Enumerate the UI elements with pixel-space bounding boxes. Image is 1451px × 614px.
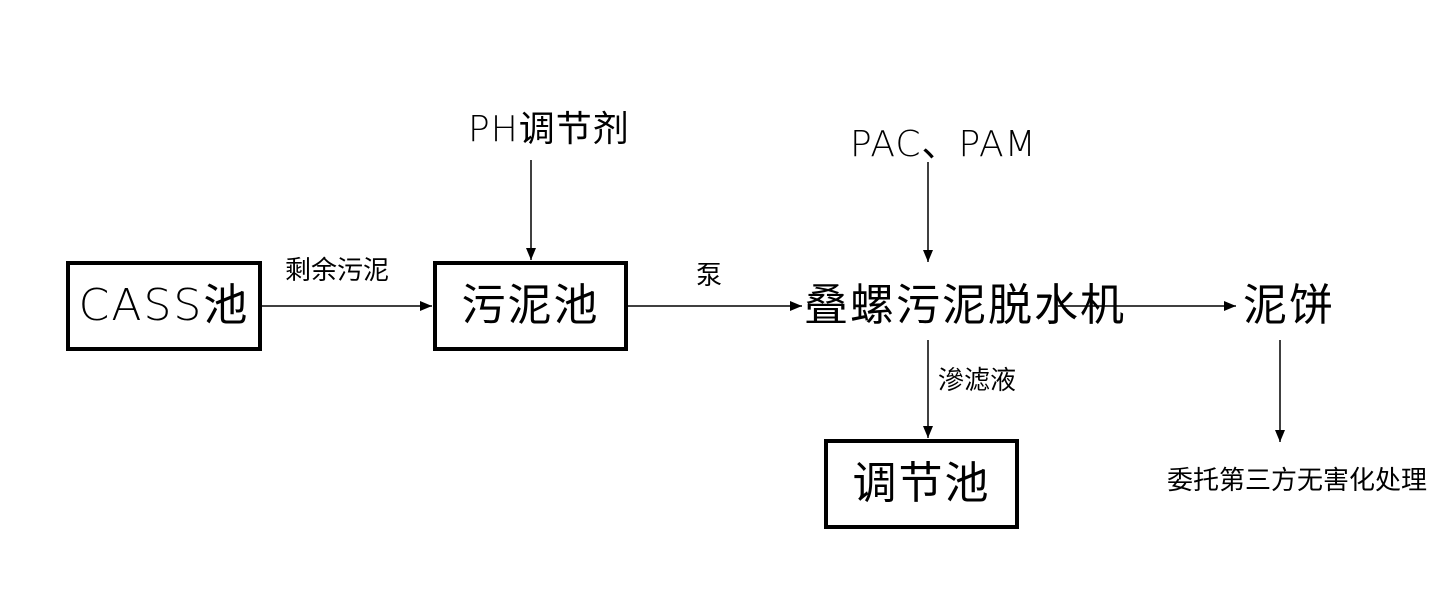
ph-adjuster-label: PH调节剂 [468, 109, 630, 150]
cass-tank-label: CASS池 [78, 280, 250, 331]
pump-label: 泵 [696, 261, 723, 291]
sludge-tank-box: 污泥池 [433, 261, 628, 351]
pac-pam-label: PAC、PAM [850, 124, 1037, 165]
sludge-tank-label: 污泥池 [461, 280, 600, 331]
disposal-label: 委托第三方无害化处理 [1167, 466, 1428, 496]
dewatering-machine-label: 叠螺污泥脱水机 [804, 280, 1126, 331]
cass-tank-box: CASS池 [66, 261, 262, 351]
filtrate-label: 滲滤液 [938, 366, 1017, 396]
regulating-tank-box: 调节池 [824, 439, 1019, 529]
excess-sludge-label: 剩余污泥 [285, 256, 390, 286]
regulating-tank-label: 调节池 [852, 458, 991, 509]
sludge-cake-label: 泥饼 [1243, 280, 1335, 331]
